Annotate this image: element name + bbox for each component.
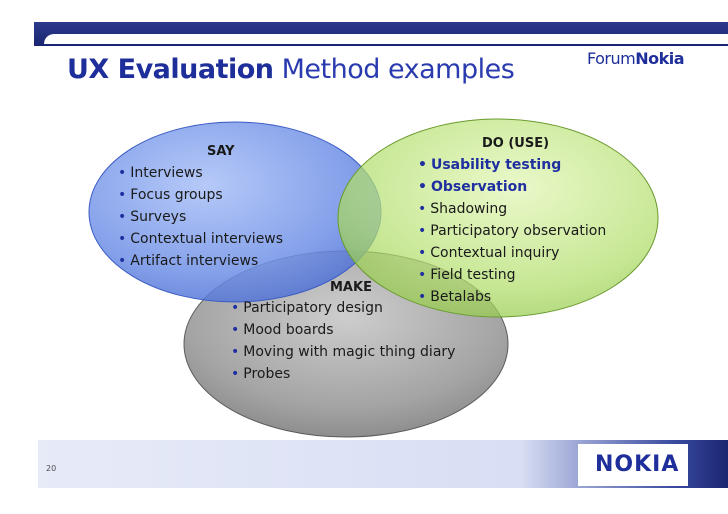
list-item: Contextual inquiry [418,242,606,264]
page-number: 20 [46,464,57,473]
list-item: Contextual interviews [118,228,283,250]
list-do: Usability testing Observation Shadowing … [418,154,606,308]
logo-forum: Forum [587,49,636,68]
slide-title-rest: Method examples [281,54,515,85]
list-item: Probes [231,363,455,385]
list-item: Mood boards [231,319,455,341]
list-item: Surveys [118,206,283,228]
list-item: Shadowing [418,198,606,220]
nokia-logo-badge [578,444,688,486]
list-item: Focus groups [118,184,283,206]
list-item: Moving with magic thing diary [231,341,455,363]
list-item: Field testing [418,264,606,286]
list-item: Interviews [118,162,283,184]
label-say: SAY [207,144,235,159]
slide-title-strong: UX Evaluation [67,54,274,85]
forum-nokia-logo: ForumNokia [587,49,685,68]
list-item: Usability testing [418,154,606,176]
slide-title: UX Evaluation Method examples [67,54,515,85]
list-item: Participatory design [231,297,455,319]
list-say: Interviews Focus groups Surveys Contextu… [118,162,283,272]
list-item: Participatory observation [418,220,606,242]
list-make: Participatory design Mood boards Moving … [231,297,455,385]
label-make: MAKE [330,280,372,295]
nokia-logo-text: NOKIA [595,452,680,477]
header-bar-curve [44,34,728,44]
label-do: DO (USE) [482,136,550,151]
logo-nokia: Nokia [635,49,685,68]
list-item: Artifact interviews [118,250,283,272]
list-item: Observation [418,176,606,198]
